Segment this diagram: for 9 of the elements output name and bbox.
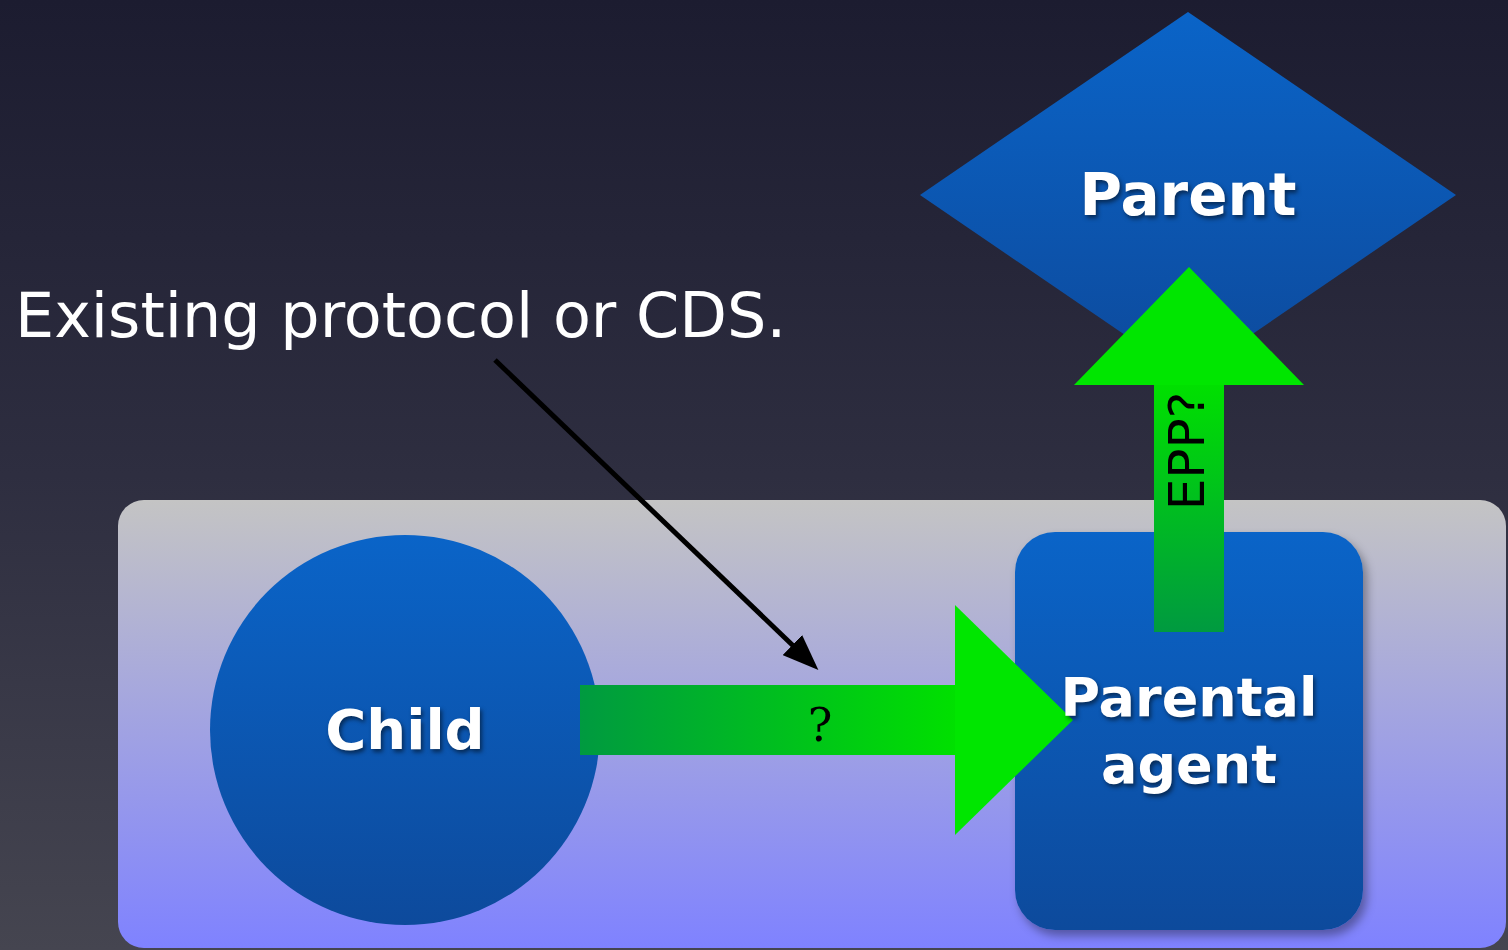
leader-line (493, 358, 819, 670)
node-label: Parental agent (1059, 664, 1319, 798)
node-label: Child (325, 696, 485, 764)
node-label: Parent (1079, 159, 1297, 231)
process-box (1015, 532, 1363, 930)
arrow (1074, 267, 1304, 632)
edge-label: EPP? (1157, 390, 1217, 513)
annotation-text: Existing protocol or CDS. (15, 278, 787, 355)
edge-label: ? (806, 697, 834, 754)
